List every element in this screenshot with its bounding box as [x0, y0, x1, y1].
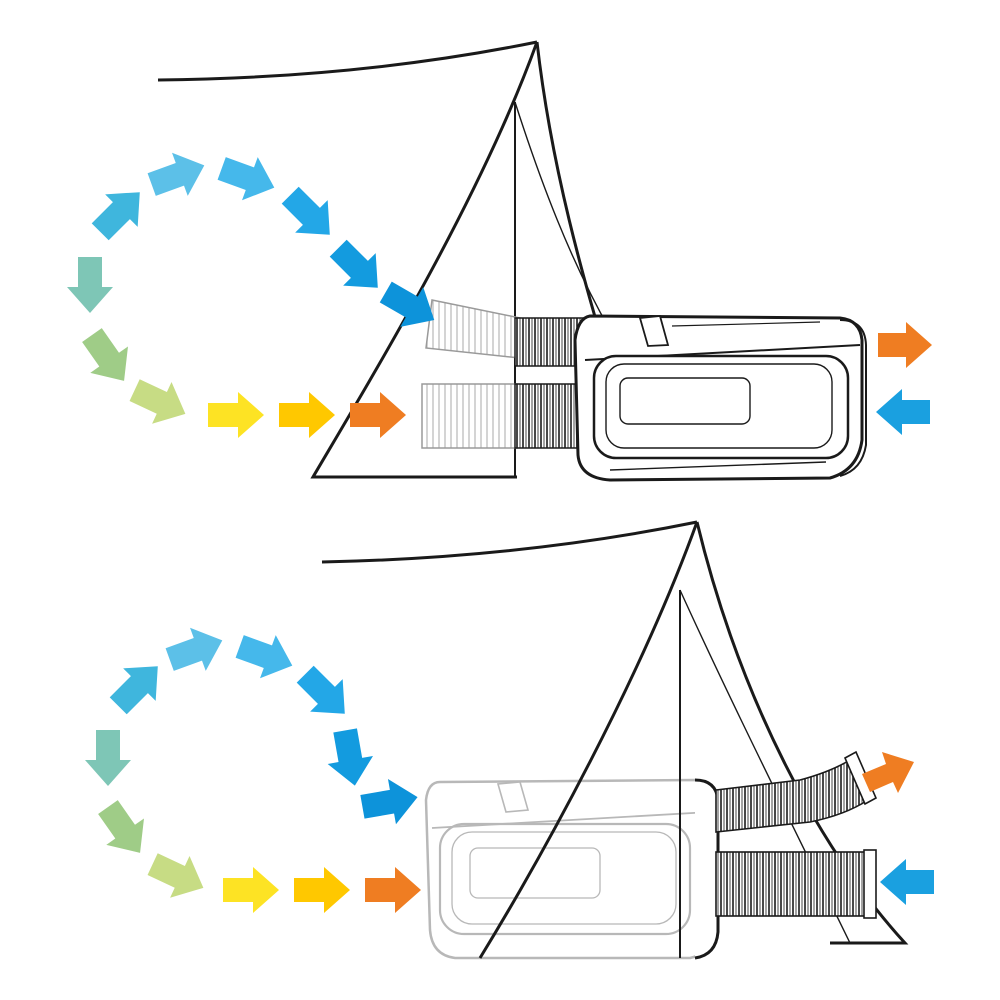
air-conditioner-unit-ghost [424, 778, 714, 960]
flow-arrow-icon [365, 867, 421, 913]
hose-upper-top [425, 299, 586, 367]
fresh-air-in-arrow-bottom [880, 859, 934, 905]
flow-arrow-icon [165, 627, 223, 671]
tent-roof-line [157, 40, 538, 82]
airflow-loop-top [67, 152, 435, 438]
hose-lower-top [421, 383, 586, 449]
flow-arrow-icon [129, 379, 186, 424]
flow-arrow-icon [235, 635, 293, 679]
flow-arrow-icon [82, 328, 128, 381]
flow-arrow-icon [360, 779, 418, 825]
hot-air-out-arrow-bottom [862, 752, 914, 793]
tent-outer-wall [310, 41, 539, 479]
flow-arrow-icon [327, 728, 373, 786]
flow-arrow-icon [85, 730, 131, 786]
flow-arrow-icon [91, 192, 140, 241]
flow-arrow-icon [98, 800, 144, 853]
panel-top [67, 40, 932, 482]
flow-arrow-icon [67, 257, 113, 313]
flow-arrow-icon [109, 666, 158, 715]
flow-arrow-icon [281, 186, 330, 235]
hose-lower-bottom [715, 849, 877, 919]
flow-arrow-icon [223, 867, 279, 913]
flow-arrow-icon [279, 392, 335, 438]
panel-bottom [85, 520, 934, 960]
flow-arrow-icon [147, 853, 204, 898]
flow-arrow-icon [296, 665, 345, 714]
airflow-loop-bottom [85, 627, 421, 913]
air-conditioner-unit-icon [573, 314, 867, 482]
hose-upper-bottom [715, 750, 878, 833]
flow-arrow-icon [379, 281, 435, 327]
hot-air-out-arrow-top [878, 322, 932, 368]
flow-arrow-icon [147, 152, 205, 196]
tent-inner-fold [514, 101, 611, 331]
flow-arrow-icon [329, 239, 378, 288]
flow-arrow-icon [208, 392, 264, 438]
tent-right-fabric [695, 521, 909, 945]
flow-arrow-icon [217, 157, 275, 201]
unit-edge [694, 778, 720, 960]
flow-arrow-icon [294, 867, 350, 913]
flow-arrow-icon [350, 392, 406, 438]
tent-roof-line [321, 520, 698, 564]
tent-outer-wall [478, 521, 699, 959]
fresh-air-in-arrow-top [876, 389, 930, 435]
